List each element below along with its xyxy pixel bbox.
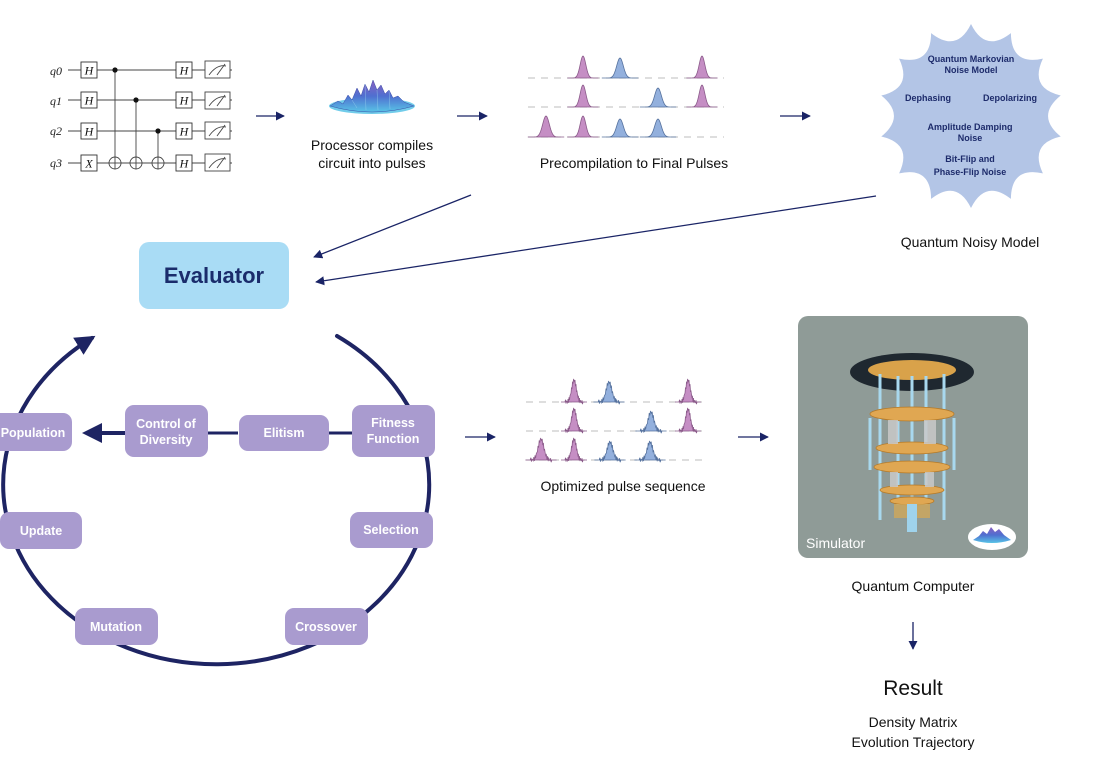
result-title: Result: [883, 677, 943, 700]
qubit-label-q0: q0: [50, 64, 62, 78]
step-population: Population: [0, 413, 72, 451]
meter-icon: [204, 60, 231, 79]
pink-pulse: [561, 378, 587, 405]
genetic-cycle: Population Control of Diversity Elitism …: [0, 334, 435, 667]
evaluator-label: Evaluator: [164, 263, 265, 288]
h-gate: H: [179, 94, 190, 108]
blue-pulse: [601, 57, 639, 79]
step-mutation-label: Mutation: [90, 620, 142, 634]
blue-pulse: [639, 87, 677, 108]
h-gate: H: [179, 157, 190, 171]
noisy-model-label: Quantum Noisy Model: [901, 234, 1040, 250]
precompiled-pulse-grid: [527, 55, 724, 138]
dilution-refrigerator-icon: [850, 353, 974, 532]
simulator-surface-icon: [968, 524, 1016, 550]
h-gate: H: [179, 64, 190, 78]
gate-column-2: H H H H: [175, 61, 193, 172]
step-fitness-line2: Function: [367, 432, 420, 446]
noisy-pulse-peaks: [525, 378, 701, 463]
blue-pulse: [635, 410, 667, 434]
quantum-computer-panel: Simulator: [798, 316, 1028, 558]
h-gate: H: [84, 125, 95, 139]
step-control-line2: Diversity: [140, 433, 193, 447]
step-crossover: Crossover: [285, 608, 368, 645]
qubit-label-q1: q1: [50, 94, 62, 108]
h-gate: H: [84, 64, 95, 78]
h-gate: H: [84, 94, 95, 108]
step-control-diversity: Control of Diversity: [125, 405, 208, 457]
control-dot: [155, 128, 161, 134]
pulse-peaks: [527, 55, 718, 138]
qubit-label-q3: q3: [50, 156, 62, 170]
pink-pulse: [567, 55, 599, 79]
step-mutation: Mutation: [75, 608, 158, 645]
pink-pulse: [525, 437, 557, 463]
pink-pulse: [686, 55, 718, 79]
control-dot: [133, 97, 139, 103]
pink-pulse: [561, 407, 587, 434]
processor-surface-icon: [329, 79, 415, 114]
noise-markovian-line1: Quantum Markovian: [928, 54, 1015, 64]
noise-cloud-shape: [881, 24, 1061, 208]
blue-pulse: [593, 380, 625, 405]
result-line2: Evolution Trajectory: [852, 734, 975, 750]
noise-amplitude-line1: Amplitude Damping: [928, 122, 1013, 132]
step-update: Update: [0, 512, 82, 549]
meter-icon: [204, 91, 231, 110]
noise-markovian-line2: Noise Model: [944, 65, 997, 75]
blue-pulse: [634, 440, 666, 463]
blue-pulse: [639, 118, 677, 138]
noise-bitflip-line1: Bit-Flip and: [945, 154, 995, 164]
step-update-label: Update: [20, 524, 62, 538]
step-selection: Selection: [350, 512, 433, 548]
quantum-circuit: q0 q1 q2 q3 H H: [50, 60, 232, 172]
step-fitness-line1: Fitness: [371, 416, 415, 430]
measurement-icons: [204, 60, 231, 172]
blue-pulse: [601, 118, 639, 138]
pink-pulse: [527, 115, 565, 138]
step-elitism: Elitism: [239, 415, 329, 451]
arrow-pulses-to-evaluator: [313, 194, 472, 259]
h-gate: H: [179, 125, 190, 139]
control-dot: [112, 67, 118, 73]
pink-pulse: [567, 84, 599, 108]
pink-pulse: [675, 378, 701, 405]
step-elitism-label: Elitism: [264, 426, 305, 440]
evaluator-box: Evaluator: [139, 242, 289, 309]
step-selection-label: Selection: [363, 523, 419, 537]
arrow-noise-to-evaluator: [315, 195, 877, 286]
quantum-computer-label: Quantum Computer: [852, 578, 975, 594]
meter-icon: [204, 153, 231, 172]
optimized-label: Optimized pulse sequence: [541, 478, 706, 494]
x-gate: X: [84, 157, 93, 171]
noise-amplitude-line2: Noise: [958, 133, 983, 143]
precompilation-label: Precompilation to Final Pulses: [540, 155, 728, 171]
noise-model-cloud: Quantum Markovian Noise Model Dephasing …: [881, 24, 1061, 208]
processor-label-line1: Processor compiles: [311, 137, 433, 153]
meter-icon: [204, 121, 231, 140]
processor-label-line2: circuit into pulses: [318, 155, 425, 171]
pink-pulse: [686, 84, 718, 108]
gate-column-1: H H H X: [80, 61, 98, 172]
step-population-label: Population: [1, 426, 66, 440]
result-line1: Density Matrix: [869, 714, 958, 730]
pink-pulse: [567, 115, 599, 138]
simulator-label: Simulator: [806, 535, 865, 551]
step-crossover-label: Crossover: [295, 620, 357, 634]
pink-pulse: [561, 437, 587, 463]
step-fitness-function: Fitness Function: [352, 405, 435, 457]
step-control-line1: Control of: [136, 417, 197, 431]
noise-bitflip-line2: Phase-Flip Noise: [934, 167, 1007, 177]
noise-depolarizing: Depolarizing: [983, 93, 1037, 103]
qubit-labels: q0 q1 q2 q3: [50, 64, 62, 170]
noise-dephasing: Dephasing: [905, 93, 951, 103]
blue-pulse: [594, 440, 626, 463]
qubit-label-q2: q2: [50, 124, 62, 138]
pink-pulse: [675, 407, 701, 434]
optimized-pulse-grid: [525, 378, 706, 463]
